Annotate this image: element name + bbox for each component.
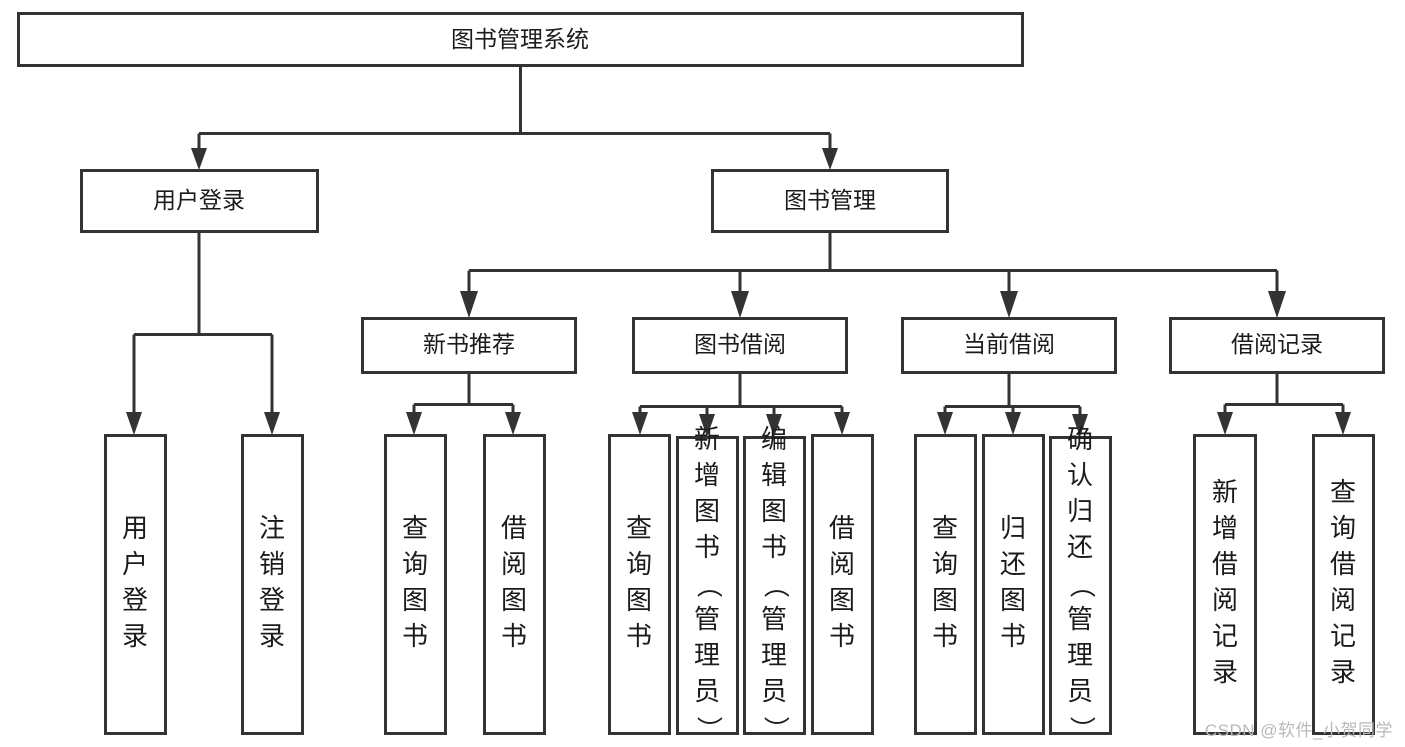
node-leaf-query-book-1-box[interactable] xyxy=(384,434,447,735)
svg-text:）: ） xyxy=(761,716,791,742)
node-root[interactable]: 图书管理系统 xyxy=(17,12,1024,67)
arrow-head-leaf-query-book-1 xyxy=(406,412,422,435)
arrow-head-leaf-edit-book xyxy=(766,414,782,437)
node-book-borrow-box[interactable] xyxy=(632,317,848,374)
node-leaf-add-record-box[interactable] xyxy=(1193,434,1257,735)
node-root-box[interactable] xyxy=(17,12,1024,67)
arrow-head-borrow-record xyxy=(1268,291,1286,318)
arrow-head-leaf-query-record xyxy=(1335,412,1351,435)
arrow-head-bookmanage xyxy=(822,148,838,170)
node-leaf-return-book-label: 归还图书 xyxy=(1000,513,1026,651)
node-user-login-label: 用户登录 xyxy=(153,187,245,213)
arrow-head-book-borrow xyxy=(731,291,749,318)
node-leaf-query-record[interactable]: 查询借阅记录 xyxy=(1312,434,1375,735)
node-leaf-query-book-3[interactable]: 查询图书 xyxy=(914,434,977,735)
node-user-login-box[interactable] xyxy=(80,169,319,233)
node-root-label: 图书管理系统 xyxy=(451,26,589,52)
node-leaf-logout[interactable]: 注销登录 xyxy=(241,434,304,735)
node-book-manage-label: 图书管理 xyxy=(784,187,876,213)
node-current-borrow[interactable]: 当前借阅 xyxy=(901,317,1117,374)
node-leaf-query-record-label: 查询借阅记录 xyxy=(1330,477,1356,687)
node-leaf-borrow-book-1-box[interactable] xyxy=(483,434,546,735)
arrow-head-current-borrow xyxy=(1000,291,1018,318)
node-current-borrow-box[interactable] xyxy=(901,317,1117,374)
arrow-head-leaf-borrow-book-1 xyxy=(505,412,521,435)
node-leaf-query-book-1-label: 查询图书 xyxy=(402,513,428,651)
arrow-head-leaf-borrow-book-2 xyxy=(834,412,850,435)
svg-text:）: ） xyxy=(694,716,724,742)
node-leaf-query-book-2-label: 查询图书 xyxy=(626,513,652,651)
connector-layer xyxy=(126,66,1351,437)
svg-text:（: （ xyxy=(761,572,791,598)
node-leaf-return-book-box[interactable] xyxy=(982,434,1045,735)
node-leaf-query-book-1[interactable]: 查询图书 xyxy=(384,434,447,735)
arrow-head-leaf-query-book-2 xyxy=(632,412,648,435)
arrow-head-leaf-confirm-return xyxy=(1072,414,1088,437)
node-leaf-edit-book-label: 编辑图书管理员 xyxy=(761,424,787,706)
arrow-head-leaf-logout xyxy=(264,412,280,435)
node-leaf-edit-book[interactable]: 编辑图书管理员 （ ） xyxy=(743,424,806,742)
node-leaf-query-book-3-label: 查询图书 xyxy=(932,513,958,651)
node-leaf-add-book-label: 新增图书管理员 xyxy=(694,424,720,706)
node-new-book-recommend-label: 新书推荐 xyxy=(423,331,515,357)
node-leaf-add-book-box[interactable] xyxy=(676,436,739,735)
node-leaf-confirm-return-label: 确认归还管理员 xyxy=(1067,424,1093,706)
arrow-head-userlogin xyxy=(191,148,207,170)
arrow-head-leaf-return-book xyxy=(1005,412,1021,435)
node-current-borrow-label: 当前借阅 xyxy=(963,331,1055,357)
arrow-head-new-book-recommend xyxy=(460,291,478,318)
node-leaf-logout-label: 注销登录 xyxy=(259,513,285,651)
node-book-manage[interactable]: 图书管理 xyxy=(711,169,949,233)
arrow-head-leaf-query-book-3 xyxy=(937,412,953,435)
node-leaf-user-login[interactable]: 用户登录 xyxy=(104,434,167,735)
node-book-borrow-label: 图书借阅 xyxy=(694,331,786,357)
node-leaf-borrow-book-1[interactable]: 借阅图书 xyxy=(483,434,546,735)
svg-text:（: （ xyxy=(694,572,724,598)
arrow-head-leaf-add-record xyxy=(1217,412,1233,435)
node-leaf-confirm-return[interactable]: 确认归还管理员 （ ） xyxy=(1049,424,1112,742)
svg-text:）: ） xyxy=(1067,716,1097,742)
node-new-book-recommend-box[interactable] xyxy=(361,317,577,374)
node-borrow-record-box[interactable] xyxy=(1169,317,1385,374)
node-leaf-user-login-box[interactable] xyxy=(104,434,167,735)
node-leaf-borrow-book-2[interactable]: 借阅图书 xyxy=(811,434,874,735)
arrow-head-leaf-user-login xyxy=(126,412,142,435)
node-book-borrow[interactable]: 图书借阅 xyxy=(632,317,848,374)
node-leaf-add-record[interactable]: 新增借阅记录 xyxy=(1193,434,1257,735)
node-leaf-query-book-2-box[interactable] xyxy=(608,434,671,735)
arrow-head-leaf-add-book xyxy=(699,414,715,437)
node-leaf-query-book-3-box[interactable] xyxy=(914,434,977,735)
node-leaf-user-login-label: 用户登录 xyxy=(122,513,148,651)
node-borrow-record-label: 借阅记录 xyxy=(1231,331,1323,357)
node-leaf-edit-book-box[interactable] xyxy=(743,436,806,735)
node-leaf-borrow-book-2-label: 借阅图书 xyxy=(829,513,855,651)
node-leaf-query-book-2[interactable]: 查询图书 xyxy=(608,434,671,735)
svg-text:（: （ xyxy=(1067,572,1097,598)
node-user-login[interactable]: 用户登录 xyxy=(80,169,319,233)
node-borrow-record[interactable]: 借阅记录 xyxy=(1169,317,1385,374)
node-leaf-borrow-book-1-label: 借阅图书 xyxy=(501,513,527,651)
node-leaf-add-book[interactable]: 新增图书管理员 （ ） xyxy=(676,424,739,742)
node-leaf-add-record-label: 新增借阅记录 xyxy=(1212,477,1238,687)
node-new-book-recommend[interactable]: 新书推荐 xyxy=(361,317,577,374)
node-book-manage-box[interactable] xyxy=(711,169,949,233)
node-leaf-logout-box[interactable] xyxy=(241,434,304,735)
node-leaf-query-record-box[interactable] xyxy=(1312,434,1375,735)
csdn-watermark: CSDN @软件_小贺同学 xyxy=(1204,721,1393,740)
node-leaf-confirm-return-box[interactable] xyxy=(1049,436,1112,735)
node-leaf-borrow-book-2-box[interactable] xyxy=(811,434,874,735)
node-leaf-return-book[interactable]: 归还图书 xyxy=(982,434,1045,735)
